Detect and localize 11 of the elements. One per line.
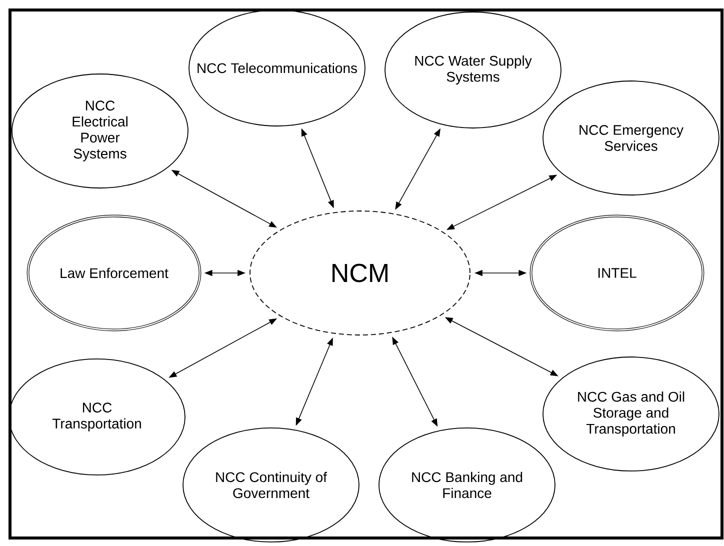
dashed-ellipse-node: NCM [250,210,470,336]
ellipse-node: NCC Continuity of Government [182,428,360,542]
ellipse-node: NCC Transportation [8,358,186,476]
ellipse-node: NCC Emergency Services [542,80,720,196]
ellipse-node: NCC Electrical Power Systems [12,74,188,188]
double-ellipse-node: Law Enforcement [26,214,202,332]
ellipse-node: NCC Gas and Oil Storage and Transportation [542,356,720,472]
ellipse-node: NCC Telecommunications [188,10,366,126]
ellipse-node: NCC Water Supply Systems [384,12,562,128]
double-ellipse-node: INTEL [530,214,704,332]
ellipse-node: NCC Banking and Finance [378,428,556,542]
